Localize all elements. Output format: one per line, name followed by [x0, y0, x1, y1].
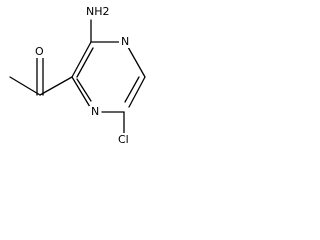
oxygen-label-background	[34, 46, 46, 58]
chlorine-label-background	[117, 133, 135, 146]
bond-n4-c5	[127, 46, 146, 78]
bond-n1-c2-inner	[76, 78, 92, 102]
chlorine-atom: Cl	[118, 133, 129, 146]
bond-c5-c6-inner	[124, 76, 140, 103]
amine-label-background	[85, 5, 111, 19]
molecule-structure-diagram: O NH2 N N Cl	[9, 5, 146, 146]
bond-n1-c2	[71, 76, 91, 108]
bond-c2-c3-inner	[76, 47, 94, 78]
bond-methyl-carbonyl	[9, 76, 41, 96]
ring-nitrogen-bottom: N	[91, 105, 99, 118]
amine-group: NH2	[86, 5, 110, 18]
ring-nitrogen-top: N	[121, 35, 129, 48]
ring-nitrogen-top-background	[119, 36, 131, 48]
oxygen-atom: O	[35, 45, 44, 58]
bond-c2-c3	[71, 41, 92, 78]
ring-nitrogen-bottom-background	[89, 106, 101, 118]
bond-c5-c6	[128, 76, 146, 108]
bond-carbonyl-c2	[39, 76, 73, 96]
